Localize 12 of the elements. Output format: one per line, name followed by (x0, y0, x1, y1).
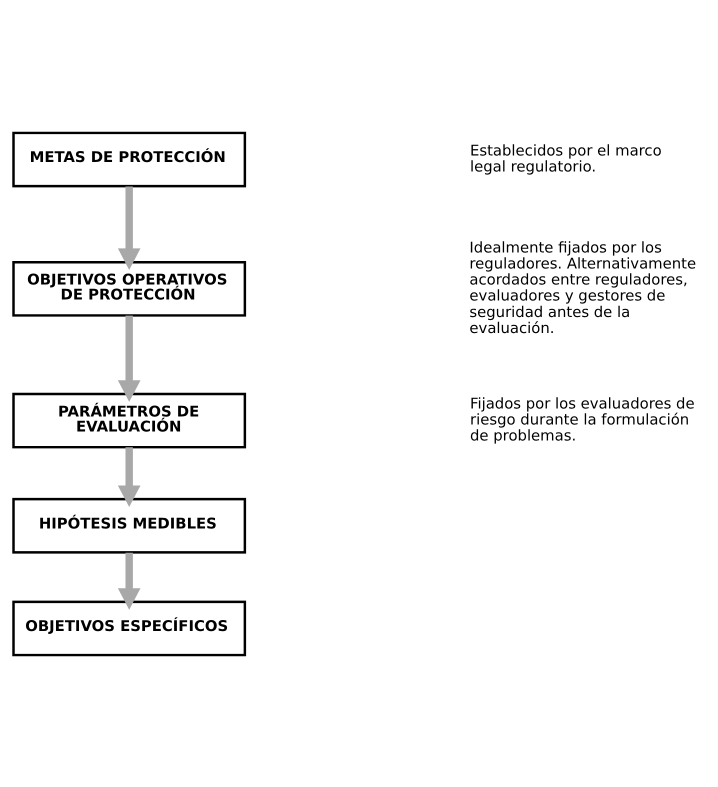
arrow (118, 315, 141, 402)
node-box: OBJETIVOS OPERATIVOS DE PROTECCIÓN (12, 260, 246, 316)
arrow (118, 446, 141, 507)
arrow (118, 552, 141, 610)
node-box: PARÁMETROS DE EVALUACIÓN (12, 392, 246, 448)
node-box: OBJETIVOS ESPECÍFICOS (12, 600, 246, 656)
label: Idealmente fijados por los reguladores. Alternativamente acordados entre reguladores, evaluadores y gestores de seguridad antes de la evaluación. (469, 238, 696, 336)
label: Establecidos por el marco legal regulatorio. (470, 142, 662, 175)
node-box: HIPÓTESIS MEDIBLES (12, 497, 246, 554)
arrow (118, 186, 141, 270)
node-box: METAS DE PROTECCIÓN (12, 131, 246, 187)
label: Fijados por los evaluadores de riesgo durante la formulación de problemas. (470, 394, 695, 444)
